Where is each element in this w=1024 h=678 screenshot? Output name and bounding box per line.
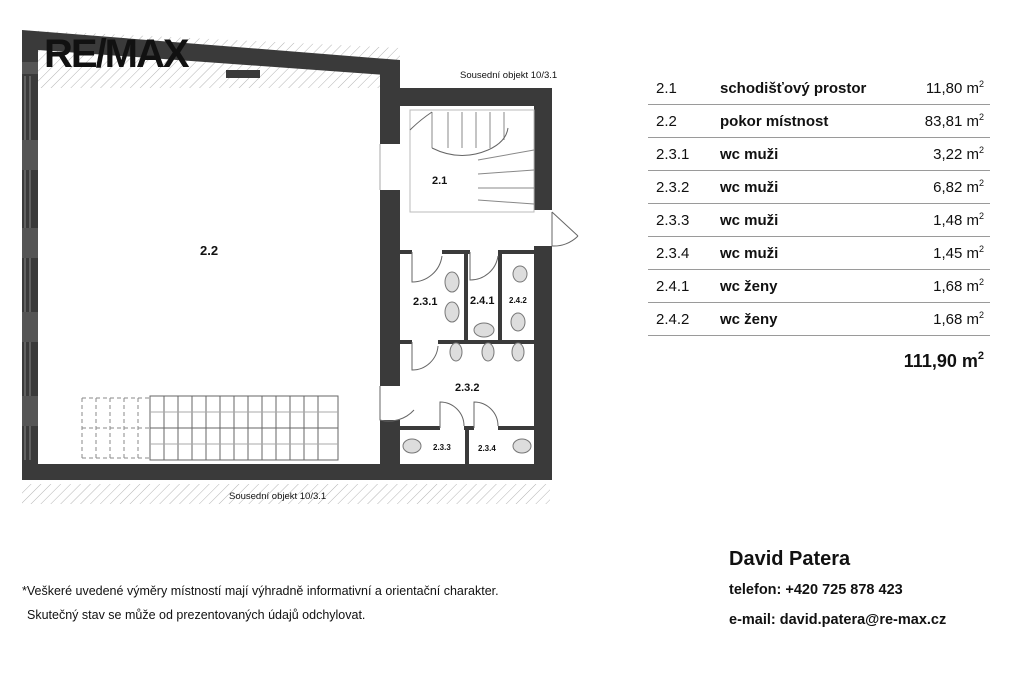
room-number: 2.4.2: [648, 302, 720, 336]
contact-name: David Patera: [729, 548, 851, 570]
neighbor-label-bottom: Sousední objekt 10/3.1: [229, 491, 326, 502]
room-number: 2.2: [648, 104, 720, 138]
room-area: 83,81 m2: [906, 104, 990, 138]
contact-email[interactable]: e-mail: david.patera@re-max.cz: [729, 612, 947, 628]
room-number: 2.3.3: [648, 203, 720, 237]
neighbor-hatch-bottom: [22, 484, 550, 504]
room-name: wc muži: [720, 170, 907, 204]
partitions: [400, 250, 536, 464]
room-name: wc muži: [720, 137, 907, 171]
room-number: 2.3.1: [648, 137, 720, 171]
room-area: 1,68 m2: [906, 302, 990, 336]
room-area: 1,68 m2: [906, 269, 990, 303]
room-label-2-1: 2.1: [432, 175, 447, 187]
room-area: 3,22 m2: [906, 137, 990, 171]
remax-logo: RE/MAX: [44, 32, 190, 76]
room-label-2-3-4: 2.3.4: [478, 444, 496, 453]
disclaimer-line-2: Skutečný stav se může od prezentovaných …: [27, 608, 366, 622]
total-area: 111,90 m2: [903, 350, 984, 371]
room-area: 1,45 m2: [906, 236, 990, 270]
doors: [379, 144, 579, 428]
room-name: schodišťový prostor: [720, 72, 907, 105]
room-number: 2.3.4: [648, 236, 720, 270]
room-name: pokor místnost: [720, 104, 907, 138]
disclaimer-line-1: *Veškeré uvedené výměry místností mají v…: [22, 584, 499, 598]
room-label-2-4-1: 2.4.1: [470, 295, 494, 307]
room-label-2-2: 2.2: [200, 243, 218, 258]
windows: [24, 76, 31, 460]
neighbor-label-top: Sousední objekt 10/3.1: [460, 70, 557, 81]
contact-phone: telefon: +420 725 878 423: [729, 582, 903, 598]
room-area: 1,48 m2: [906, 203, 990, 237]
room-name: wc muži: [720, 236, 907, 270]
room-label-2-3-1: 2.3.1: [413, 296, 437, 308]
room-number: 2.1: [648, 72, 720, 105]
room-area: 11,80 m2: [906, 72, 990, 105]
staircase-2-2-hidden: [81, 397, 150, 459]
walls: [22, 30, 552, 480]
room-area: 6,82 m2: [906, 170, 990, 204]
room-name: wc ženy: [720, 269, 907, 303]
room-label-2-4-2: 2.4.2: [509, 296, 527, 305]
room-name: wc ženy: [720, 302, 907, 336]
room-number: 2.4.1: [648, 269, 720, 303]
toilets: [402, 265, 532, 454]
room-number: 2.3.2: [648, 170, 720, 204]
room-name: wc muži: [720, 203, 907, 237]
room-label-2-3-3: 2.3.3: [433, 443, 451, 452]
staircase-2-1: [409, 109, 535, 213]
room-label-2-3-2: 2.3.2: [455, 382, 479, 394]
staircase-2-2: [149, 395, 339, 461]
